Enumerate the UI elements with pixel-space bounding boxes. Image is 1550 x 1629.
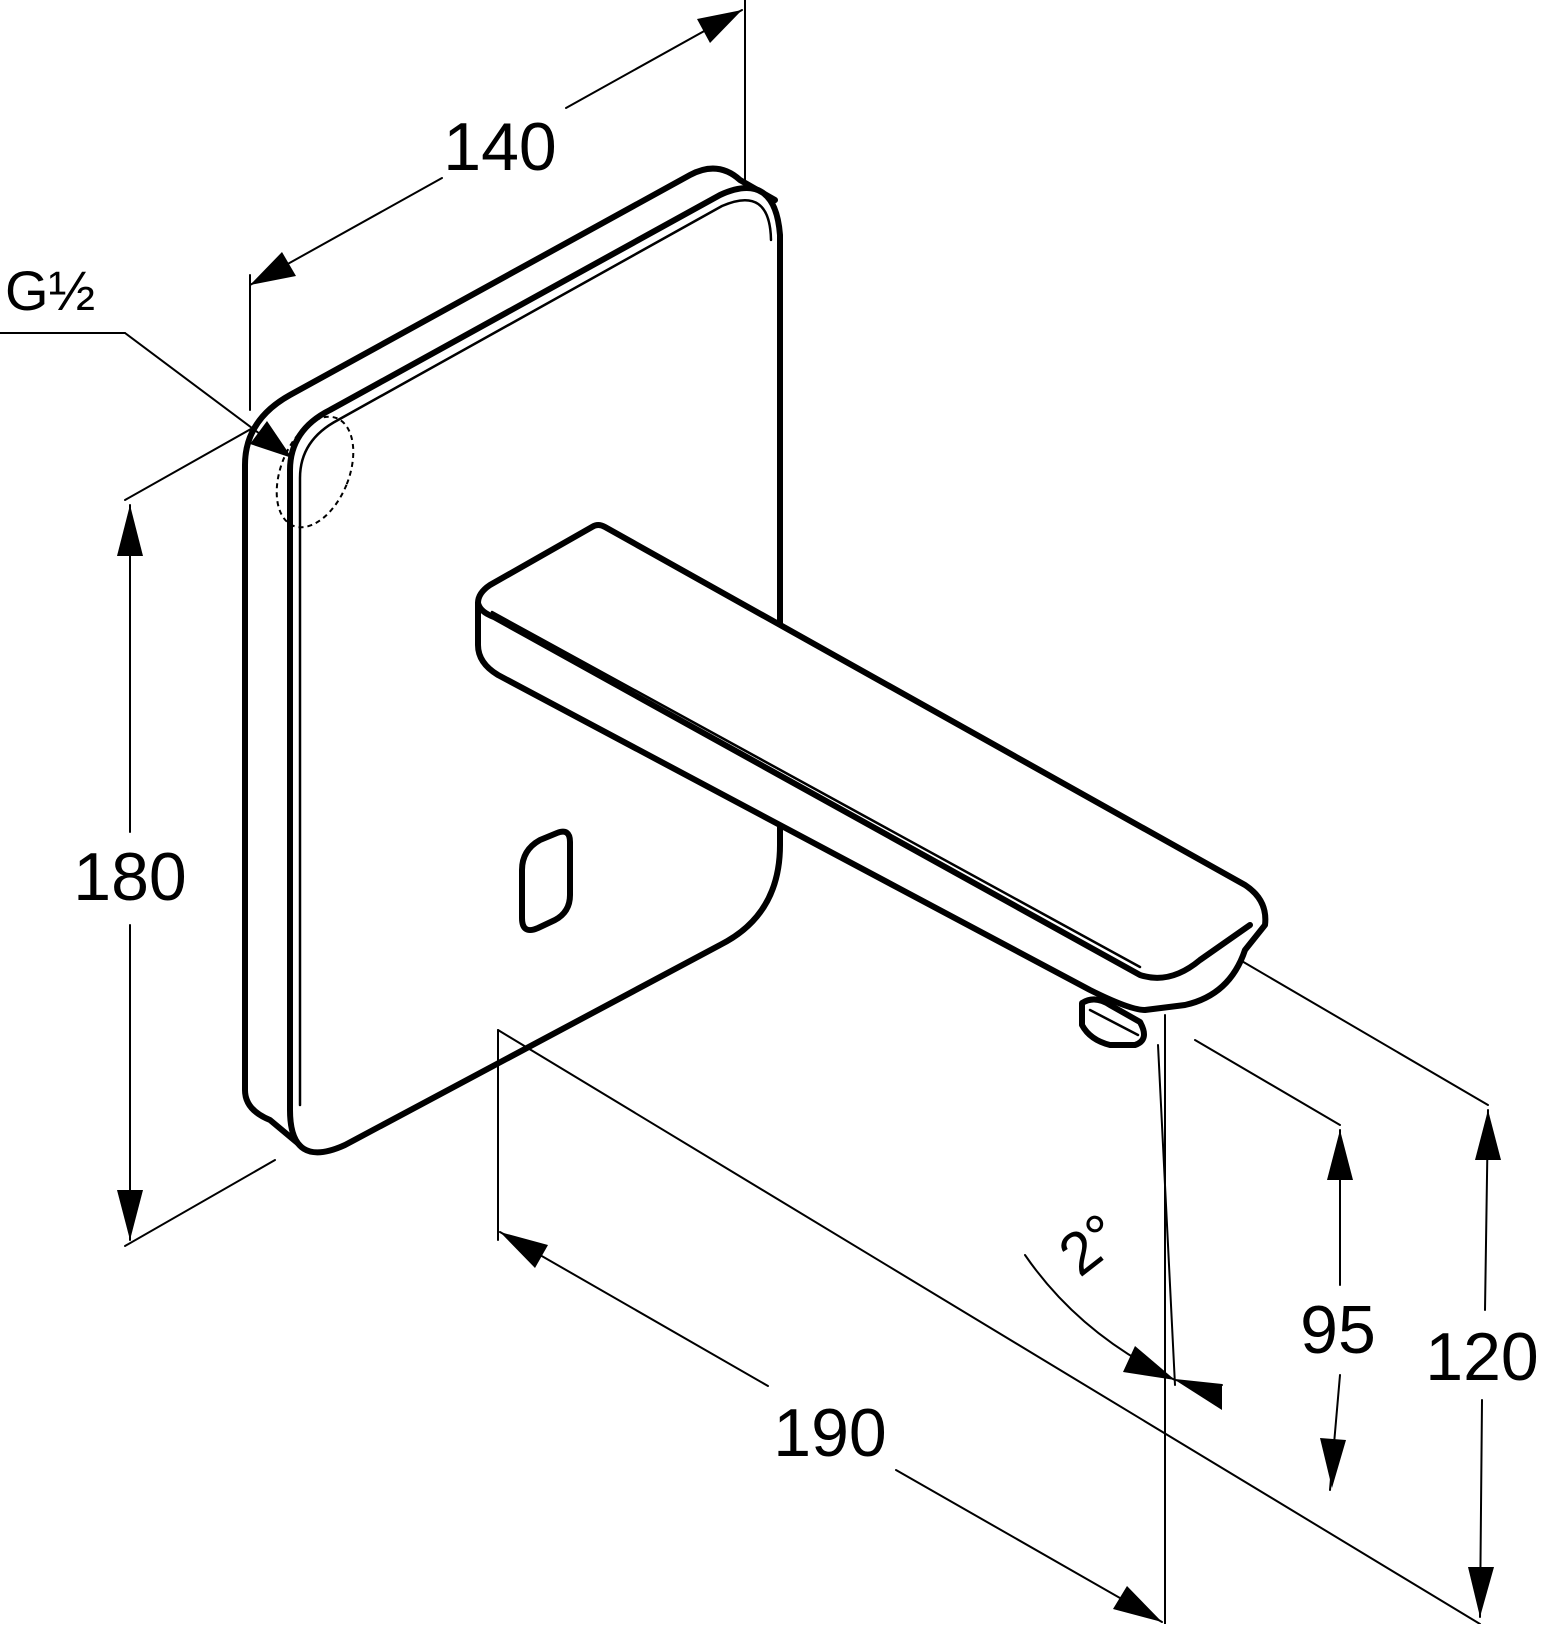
dimension-label: 180 (73, 839, 186, 915)
thread-callout: G½ (0, 259, 293, 459)
arrowhead (117, 1190, 143, 1240)
arrowhead (1113, 1586, 1162, 1622)
spout-body (475, 522, 1269, 1013)
dimension-projection: 190 (497, 1014, 1481, 1625)
arrowhead (1175, 1380, 1222, 1410)
arrowhead (250, 252, 296, 285)
dimension-width: 140 (249, 0, 746, 411)
dimension-height: 180 (73, 424, 276, 1247)
arrowhead (1468, 1567, 1494, 1617)
extension-line (124, 1159, 276, 1247)
arrowhead (697, 10, 742, 43)
arrowhead (1327, 1130, 1353, 1180)
thread-label: G½ (5, 259, 95, 322)
spout-top-edge (475, 600, 1253, 981)
dimension-label: 190 (773, 1395, 886, 1471)
dimension-spout-height: 120 (1239, 959, 1539, 1618)
extension-line (1239, 959, 1489, 1106)
outlet-aerator-ring (1088, 1008, 1140, 1037)
dimension-label: 120 (1425, 1319, 1538, 1395)
outlet-axis-line (1157, 1044, 1176, 1386)
spout-top-highlight (490, 610, 1142, 969)
dimension-label: 95 (1300, 1292, 1376, 1368)
extension-line (124, 424, 259, 501)
spout (475, 522, 1269, 1048)
dimension-line (895, 1469, 1163, 1623)
dimension-label: 140 (443, 109, 556, 185)
dimension-outlet-height: 95 (1194, 1039, 1376, 1491)
reference-line (497, 1029, 1481, 1625)
dimension-angle: 2° (1024, 1044, 1223, 1410)
sensor-window (519, 828, 573, 933)
arrowhead (1320, 1438, 1346, 1488)
wall-plate-front-highlight (298, 198, 773, 1107)
thread-hidden-outline (275, 415, 355, 529)
arrowhead (1123, 1346, 1175, 1380)
arrowhead (117, 505, 143, 556)
arrowhead (500, 1232, 548, 1268)
arrowhead (250, 421, 292, 458)
arrowhead (1475, 1110, 1501, 1160)
dimension-label: 2° (1046, 1201, 1132, 1289)
dimension-line (499, 1231, 769, 1387)
extension-line (1194, 1039, 1341, 1126)
